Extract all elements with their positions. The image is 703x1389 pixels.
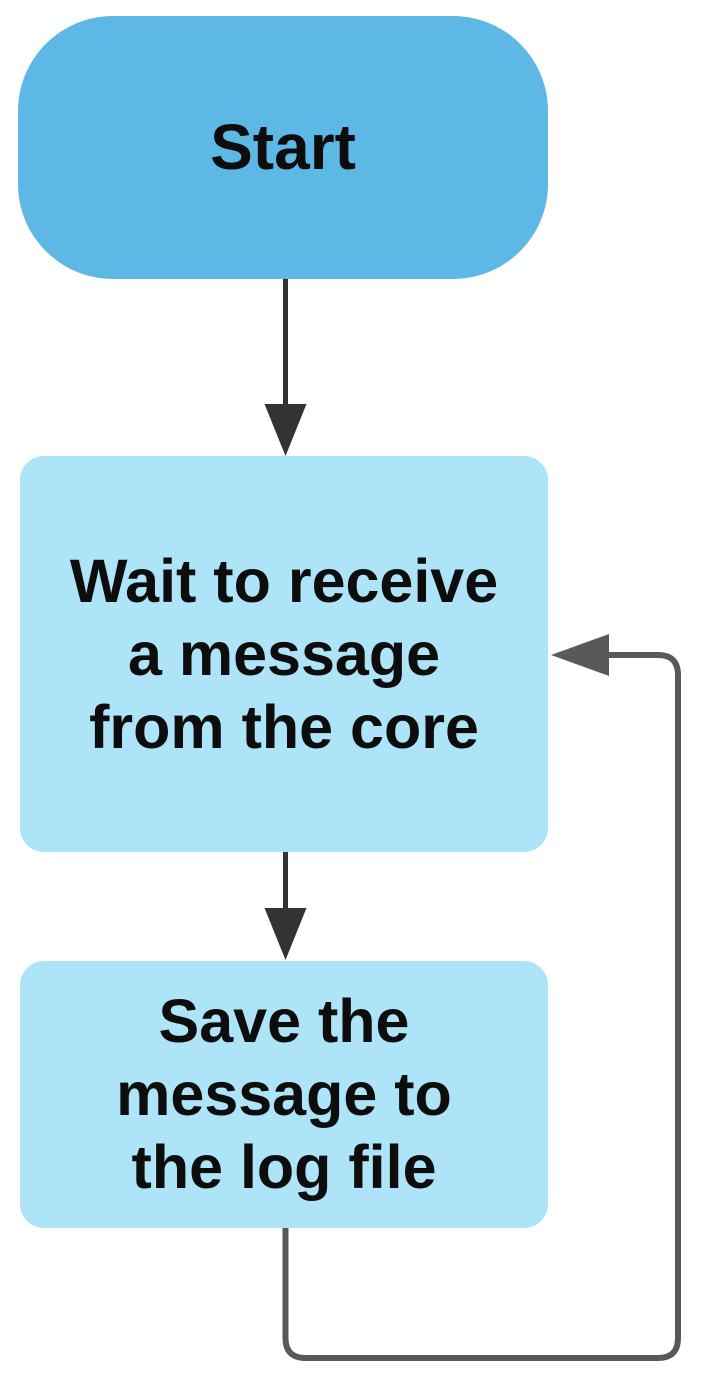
node-wait-label-line-1: Wait to receive: [69, 546, 499, 615]
node-wait-label: Wait to receive a message from the core: [70, 545, 498, 764]
node-start-label: Start: [210, 110, 356, 183]
node-wait-label-line-2: a message: [128, 619, 440, 688]
arrowhead-down-icon: [264, 908, 307, 960]
arrowhead-down-icon: [264, 404, 307, 456]
arrowhead-left-icon: [551, 634, 609, 676]
node-save-label-line-1: Save the: [158, 987, 410, 1055]
edge-start-to-wait: [264, 279, 307, 456]
edge-wait-to-save: [264, 852, 307, 960]
node-save-message: Save the message to the log file: [20, 961, 548, 1228]
node-wait-label-line-3: from the core: [89, 692, 479, 761]
node-wait-to-receive: Wait to receive a message from the core: [20, 456, 548, 852]
node-start: Start: [18, 16, 548, 279]
node-save-label-line-2: message to: [116, 1060, 452, 1128]
node-save-label: Save the message to the log file: [116, 985, 452, 1204]
node-save-label-line-3: the log file: [131, 1133, 437, 1201]
